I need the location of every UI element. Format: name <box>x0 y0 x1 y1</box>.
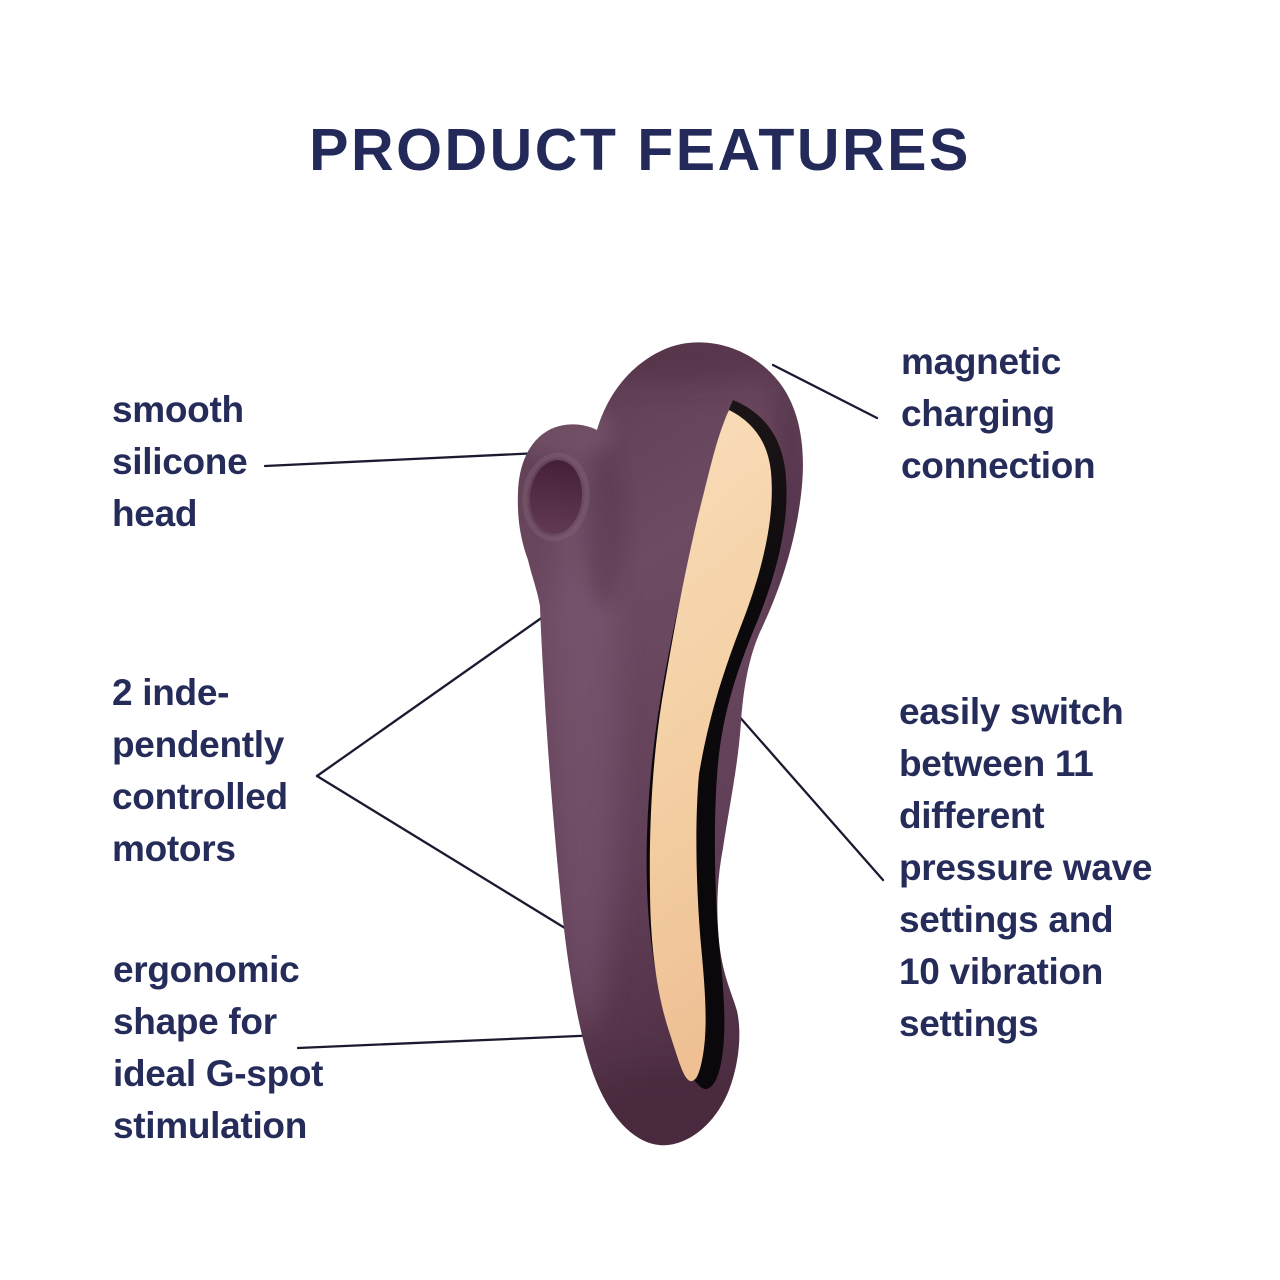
suction-head <box>522 452 590 542</box>
callout-settings-switch: easily switch between 11 different press… <box>899 691 1153 1044</box>
callout-independently-controlled-motors: 2 inde- pendently controlled motors <box>112 672 288 869</box>
suction-opening <box>529 460 583 534</box>
callout-line-motors-upper <box>315 586 586 778</box>
suction-opening-rim <box>522 452 590 542</box>
callout-line-settings <box>735 712 885 882</box>
callout-lines <box>263 363 885 1050</box>
callout-smooth-silicone-head: smooth silicone head <box>112 389 248 534</box>
callout-magnetic-charging-connection: magnetic charging connection <box>901 341 1096 486</box>
callout-line-motors-lower <box>315 774 606 954</box>
callout-line-magnetic-charging <box>771 363 879 420</box>
insert-panel <box>649 410 772 1082</box>
page-title: PRODUCT FEATURES <box>309 117 971 183</box>
callout-line-ergonomic <box>296 1032 627 1050</box>
callout-ergonomic-g-spot-shape: ergonomic shape for ideal G-spot stimula… <box>113 949 324 1146</box>
callout-line-silicone-head <box>263 450 562 468</box>
